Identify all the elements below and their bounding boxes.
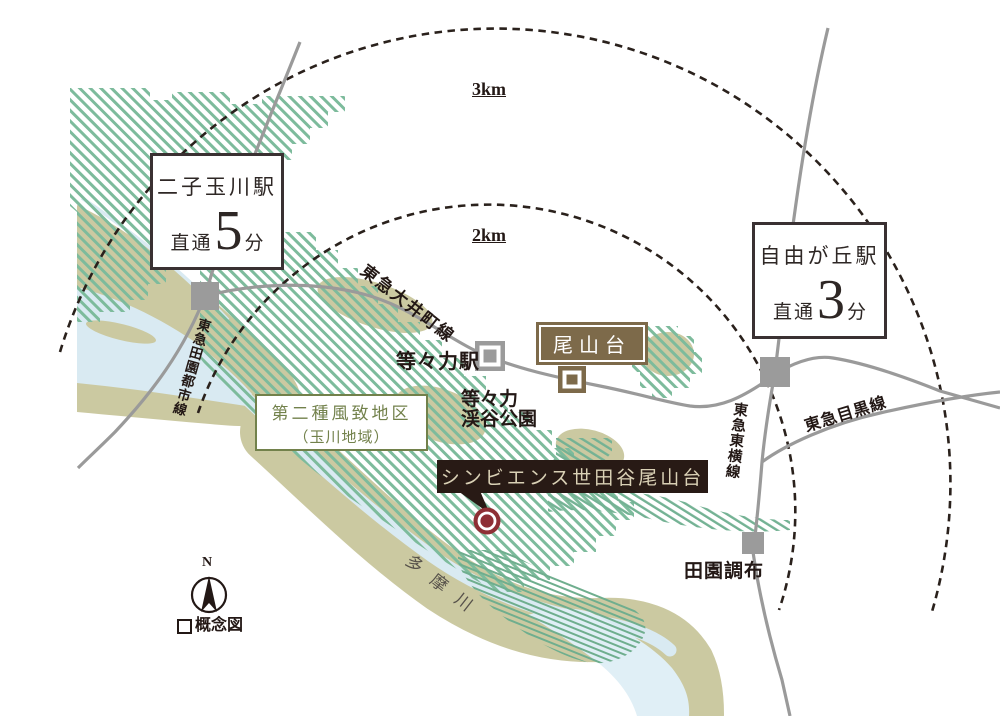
station-oyamadai (558, 366, 586, 393)
place-label-todoroki-park: 等々力 渓谷公園 (461, 390, 537, 430)
compass-icon (190, 576, 228, 614)
rail-denentoshi-line (76, 41, 302, 470)
oyamadai-badge: 尾山台 (536, 322, 648, 365)
green-strip-south-band (548, 490, 790, 532)
access-mode: 直通 (772, 302, 815, 323)
station-label-denenchofu: 田園調布 (684, 561, 765, 582)
park-label-line2: 渓谷公園 (461, 408, 538, 430)
property-name-label: シンビエンス世田谷尾山台 (440, 468, 705, 489)
oyamadai-badge-label: 尾山台 (539, 325, 645, 362)
access-box-jiyugaoka: 自由が丘駅 直通 3 分 (752, 222, 887, 339)
rail-meguro-line (761, 390, 1000, 464)
scenic-district-line1: 第二種風致地区 (271, 403, 412, 423)
legend-note: 概念図 (177, 617, 244, 635)
access-mode: 直通 (170, 233, 213, 254)
property-name-box: シンビエンス世田谷尾山台 (437, 460, 708, 493)
river-island (86, 320, 156, 344)
scenic-district-box: 第二種風致地区 （玉川地域） (255, 394, 428, 451)
property-marker (473, 507, 501, 535)
access-unit: 分 (244, 233, 264, 254)
ring-3km-label: 3km (472, 79, 507, 99)
station-denenchofu (742, 532, 764, 554)
river-wide-left (77, 287, 252, 406)
park-label-line1: 等々力 (461, 389, 519, 410)
station-name: 二子玉川駅 (157, 175, 277, 199)
rail-oimachi-line (204, 283, 1000, 410)
access-box-futakotamagawa: 二子玉川駅 直通 5 分 (150, 153, 284, 270)
green-strip-riverside (458, 550, 646, 664)
legend-square-icon (177, 618, 192, 634)
property-pointer (458, 491, 490, 514)
green-area-east (632, 326, 702, 398)
legend-note-label: 概念図 (195, 617, 244, 634)
ring-2km (196, 203, 797, 611)
station-jiyugaoka (760, 357, 790, 387)
station-label-todoroki: 等々力駅 (396, 351, 480, 373)
rail-toyoko-line (751, 27, 830, 716)
access-minutes: 5 (214, 200, 243, 262)
access-minutes: 3 (817, 269, 845, 331)
compass-north-label: N (202, 555, 213, 570)
access-unit: 分 (847, 302, 867, 323)
station-todoroki (475, 341, 505, 371)
ring-2km-label: 2km (472, 225, 507, 245)
station-futakotamagawa (191, 282, 219, 310)
scenic-district-line2: （玉川地域） (293, 429, 390, 446)
station-name: 自由が丘駅 (759, 244, 880, 268)
